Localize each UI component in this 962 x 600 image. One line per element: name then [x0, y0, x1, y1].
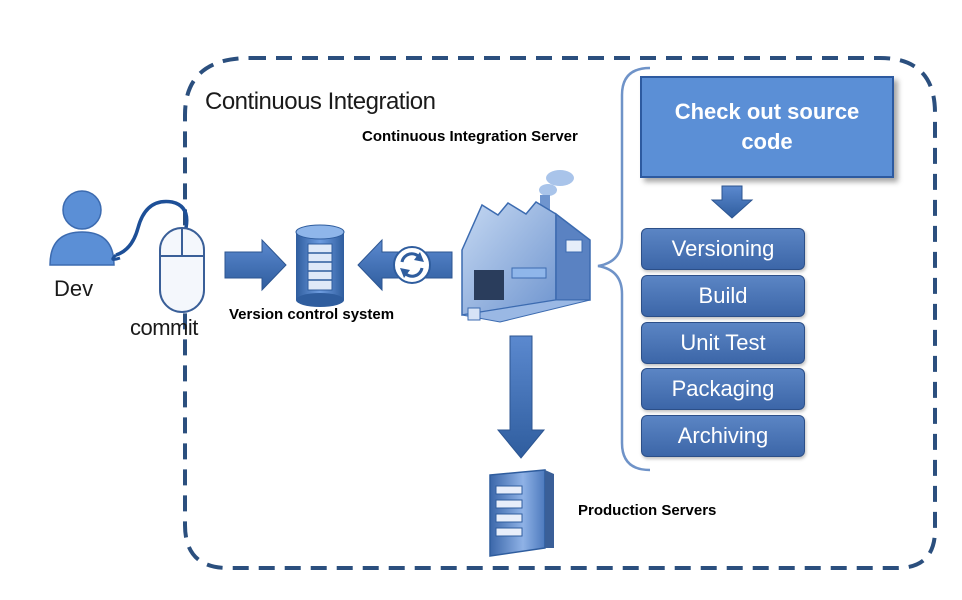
dev-person-icon: [49, 190, 115, 266]
dev-label: Dev: [54, 276, 94, 301]
checkout-label: Check out source code: [674, 99, 860, 154]
step-versioning: Versioning: [641, 228, 805, 270]
database-icon: [295, 224, 345, 307]
ci-boundary-border: [183, 56, 937, 570]
checkout-arrow: [710, 185, 754, 219]
production-servers-label: Production Servers: [578, 502, 717, 519]
ci-server-label: Continuous Integration Server: [362, 128, 578, 145]
checkout-box: Check out source code: [640, 76, 894, 178]
steps-brace: [597, 66, 651, 472]
factory-icon: [461, 170, 591, 323]
step-build: Build: [641, 275, 805, 317]
step-archiving: Archiving: [641, 415, 805, 457]
diagram-title: Continuous Integration: [205, 88, 436, 115]
vcs-label: Version control system: [229, 306, 395, 323]
commit-label: commit: [130, 315, 198, 340]
server-rack-icon: [489, 469, 554, 557]
step-unit-test: Unit Test: [641, 322, 805, 364]
commit-arrow: [224, 238, 287, 292]
deploy-arrow: [496, 335, 546, 459]
sync-icon: [393, 246, 431, 284]
mouse-icon: [111, 199, 205, 313]
step-packaging: Packaging: [641, 368, 805, 410]
